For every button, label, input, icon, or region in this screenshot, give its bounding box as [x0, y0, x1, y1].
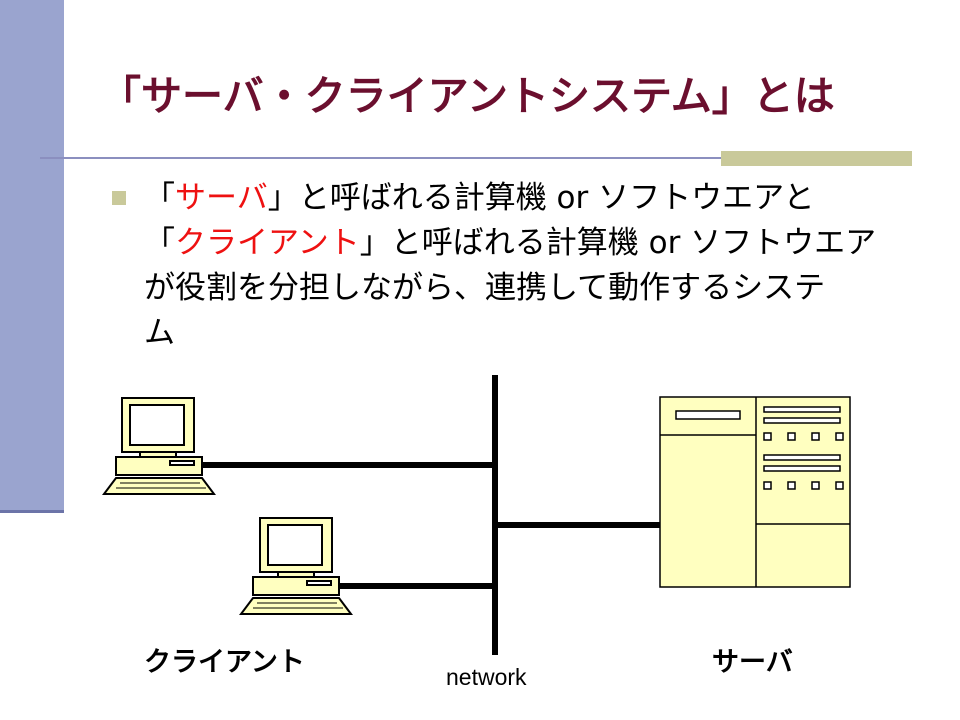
client-computer-2-icon	[239, 517, 353, 615]
bullet-line-4: ム	[144, 315, 175, 351]
server-label: サーバ	[712, 647, 793, 678]
bullet-line-3: が役割を分担しながら、連携して動作するシステ	[144, 270, 826, 306]
bullet-line-1: 「サーバ」と呼ばれる計算機 or ソフトウエアと	[144, 176, 924, 221]
title-underline	[40, 157, 912, 159]
left-accent-band-edge	[0, 510, 64, 513]
slide-title: 「サーバ・クライアントシステム」とは	[100, 72, 835, 120]
open-bracket: 「	[144, 225, 175, 261]
title-accent-bar	[721, 151, 912, 166]
bullet-square-icon	[112, 191, 126, 205]
network-label: network	[446, 664, 527, 690]
client-label: クライアント	[144, 647, 305, 678]
bullet-line-2: 「クライアント」と呼ばれる計算機 or ソフトウエア	[144, 221, 924, 266]
server-term: サーバ	[175, 180, 268, 216]
bullet-text: 「サーバ」と呼ばれる計算機 or ソフトウエアと 「クライアント」と呼ばれる計算…	[144, 176, 924, 356]
open-bracket: 「	[144, 180, 175, 216]
server-rack-icon	[659, 396, 851, 588]
line2-rest: 」と呼ばれる計算機 or ソフトウエア	[359, 225, 877, 261]
left-accent-band	[0, 0, 64, 510]
client-term: クライアント	[175, 225, 360, 261]
client-computer-1-icon	[102, 397, 216, 495]
line1-rest: 」と呼ばれる計算機 or ソフトウエアと	[267, 180, 815, 216]
